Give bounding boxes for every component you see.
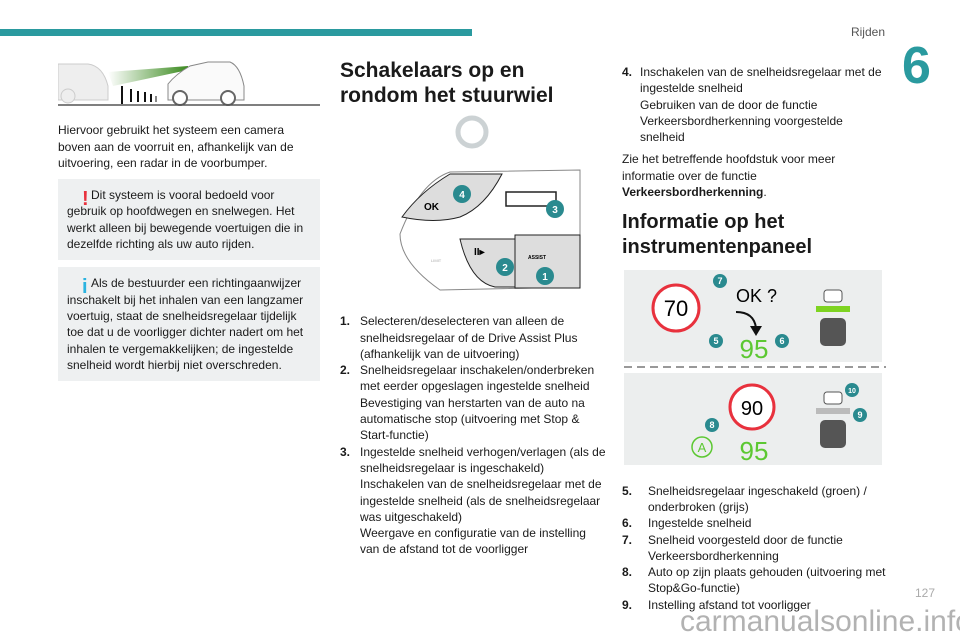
list-item: 9.Instelling afstand tot voorligger xyxy=(622,597,811,612)
list-item: 7.Snelheid voorgesteld door de functie V… xyxy=(622,532,843,563)
callout-3: 3 xyxy=(552,205,558,216)
warning-exclamation-icon: ! xyxy=(82,188,89,211)
auto-hold-icon: A xyxy=(698,440,707,455)
callout-7: 7 xyxy=(717,276,722,286)
right-column: 4.Inschakelen van de snelheidsregelaar m… xyxy=(622,64,886,613)
callout-9: 9 xyxy=(857,410,862,420)
left-column: Hiervoor gebruikt het systeem een camera… xyxy=(57,56,320,382)
section-heading-instrument: Informatie op het instrumentenpaneel xyxy=(622,211,813,259)
warning-box: ! Dit systeem is vooral bedoeld voor geb… xyxy=(58,179,320,261)
list-item: 5.Snelheidsregelaar ingeschakeld (groen)… xyxy=(622,483,867,514)
list-item: 3.Ingestelde snelheid verhogen/verlagen … xyxy=(340,444,606,557)
reference-note: Zie het betreffende hoofdstuk voor meer … xyxy=(622,152,836,200)
callout-1: 1 xyxy=(542,272,548,283)
callout-4: 4 xyxy=(459,190,465,201)
info-box: i Als de bestuurder een richtingaanwijze… xyxy=(58,267,320,382)
section-heading-switches: Schakelaars op en rondom het stuurwiel xyxy=(340,59,554,107)
info-icon: i xyxy=(82,276,88,299)
list-item: 8.Auto op zijn plaats gehouden (uitvoeri… xyxy=(622,565,886,596)
ok-button-label: OK xyxy=(424,202,440,213)
set-speed-hold: 95 xyxy=(740,436,769,466)
speed-sign-70: 70 xyxy=(664,296,688,321)
page-number: 127 xyxy=(915,586,936,600)
list-item: 4.Inschakelen van de snelheidsregelaar m… xyxy=(622,65,882,145)
steering-switches-diagram: OK ASSIST LIMIT II▸ 1 2 3 4 xyxy=(399,115,581,291)
camera-radar-illustration xyxy=(57,61,320,106)
pause-resume-icon: II▸ xyxy=(474,247,486,258)
switch-list-continued: 4.Inschakelen van de snelheidsregelaar m… xyxy=(622,64,884,145)
list-item: 6.Ingestelde snelheid xyxy=(622,516,752,531)
section-title: Rijden xyxy=(850,25,885,39)
switch-list: 1.Selecteren/deselecteren van alleen de … xyxy=(340,313,606,557)
callout-10: 10 xyxy=(848,388,856,395)
info-text: Als de bestuurder een richtingaanwijzer … xyxy=(67,276,304,372)
callout-8: 8 xyxy=(709,420,714,430)
warning-text: Dit systeem is vooral bedoeld voor gebru… xyxy=(67,188,304,252)
limit-label: LIMIT xyxy=(431,258,442,263)
callout-5: 5 xyxy=(713,336,718,346)
set-speed-active: 95 xyxy=(740,334,769,364)
intro-paragraph: Hiervoor gebruikt het systeem een camera… xyxy=(58,123,294,170)
assist-label: ASSIST xyxy=(528,255,546,261)
list-item: 2.Snelheidsregelaar inschakelen/onderbre… xyxy=(340,363,595,443)
distance-car-icon xyxy=(816,289,850,449)
watermark: carmanualsonline.info xyxy=(680,605,960,638)
list-item: 1.Selecteren/deselecteren van alleen de … xyxy=(340,314,578,361)
speed-sign-90: 90 xyxy=(741,398,763,420)
callout-2: 2 xyxy=(502,263,508,274)
instrument-list: 5.Snelheidsregelaar ingeschakeld (groen)… xyxy=(622,483,892,613)
middle-column: Schakelaars op en rondom het stuurwiel O… xyxy=(340,58,606,558)
instrument-panel-diagram: 70 OK ? 95 90 95 A 5 6 7 8 9 10 xyxy=(624,270,886,466)
chapter-bar xyxy=(0,29,472,36)
function-reference[interactable]: Verkeersbordherkenning xyxy=(622,185,764,200)
ok-prompt: OK ? xyxy=(736,286,777,306)
callout-6: 6 xyxy=(779,336,784,346)
chapter-number: 6 xyxy=(902,37,931,95)
